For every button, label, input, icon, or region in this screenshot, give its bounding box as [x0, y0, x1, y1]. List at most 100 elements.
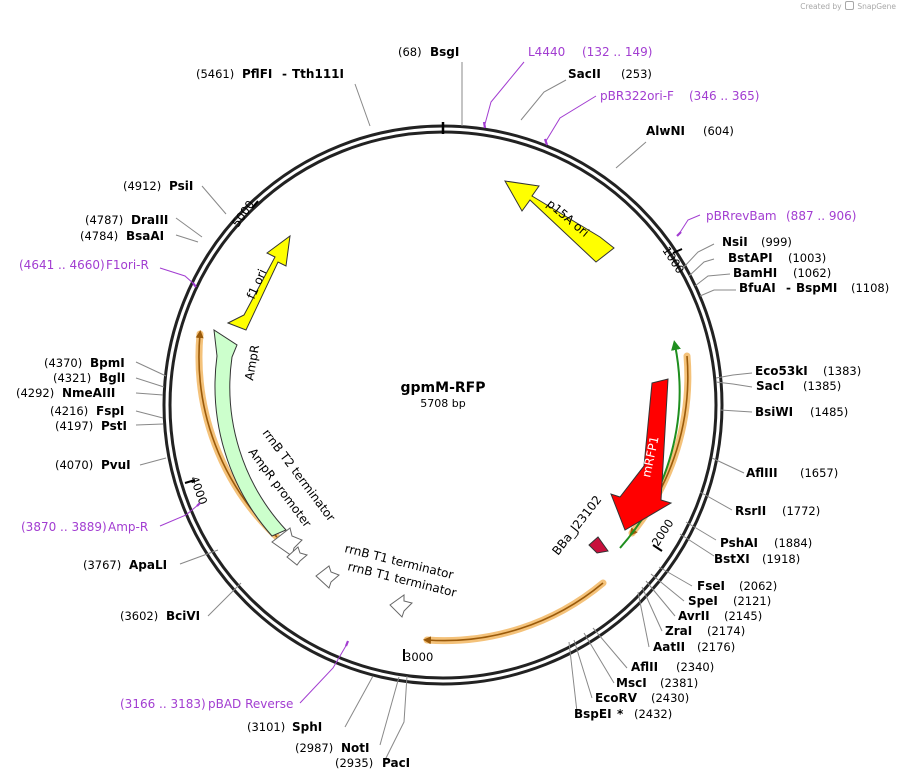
feature-promoter: BBa_J23102: [549, 493, 609, 558]
site-eco53ki-pos: (1383): [823, 364, 861, 378]
site-bpmi-pos: (4370): [44, 356, 82, 370]
site-bsgi-name: BsgI: [430, 45, 459, 59]
site-saci-name: SacI: [756, 379, 784, 393]
site-bgli-pos: (4321): [53, 371, 91, 385]
site-avrii-pos: (2145): [724, 609, 762, 623]
site-zrai-name: ZraI: [665, 624, 692, 638]
site-rsrii-pos: (1772): [782, 504, 820, 518]
site-sphi-pos: (3101): [247, 720, 285, 734]
site-paci-pos: (2935): [335, 756, 373, 770]
site-bspei-name: BspEI: [574, 707, 612, 721]
site-zrai-pos: (2174): [707, 624, 745, 638]
site-bsgi-pos: (68): [398, 45, 422, 59]
primer-ampr-name: Amp-R: [108, 520, 148, 534]
primer-pbr322orif-range: (346 .. 365): [689, 89, 759, 103]
site-bfuai-pos: (1108): [851, 281, 889, 295]
primer-labels: L4440 (132 .. 149) pBR322ori-F (346 .. 3…: [19, 45, 856, 711]
site-aatii-name: AatII: [653, 640, 685, 654]
site-msci-name: MscI: [616, 676, 647, 690]
primer-leaders: [159, 61, 701, 704]
site-noti-name: NotI: [341, 741, 370, 755]
site-avrii-name: AvrII: [678, 609, 710, 623]
terminator-arrows: [271, 527, 413, 618]
site-psii-name: PsiI: [169, 179, 193, 193]
site-nmeaiii-name: NmeAIII: [62, 386, 115, 400]
snapgene-credit: Created by SnapGene: [800, 1, 896, 11]
site-paci-name: PacI: [382, 756, 410, 770]
tick-3000: 3000: [404, 650, 433, 664]
site-bpmi-name: BpmI: [90, 356, 125, 370]
primer-pbrrevbam-range: (887 .. 906): [786, 209, 856, 223]
site-bcivi-name: BciVI: [166, 609, 200, 623]
site-bspei-mark: *: [617, 707, 624, 721]
site-bgli-name: BglI: [99, 371, 125, 385]
site-labels: (68) BsgI SacII (253) AlwNI (604) NsiI (…: [16, 45, 889, 770]
site-pvui-name: PvuI: [101, 458, 131, 472]
site-aflii-pos: (2340): [676, 660, 714, 674]
credit-prefix: Created by: [800, 2, 842, 11]
site-sphi-name: SphI: [292, 720, 322, 734]
site-pflfi-pos: (5461): [196, 67, 234, 81]
site-pflfi-name: PflFI: [242, 67, 272, 81]
primer-l4440-range: (132 .. 149): [582, 45, 652, 59]
site-bcivi-pos: (3602): [120, 609, 158, 623]
site-draiii-name: DraIII: [131, 213, 168, 227]
site-aflii-name: AflII: [631, 660, 658, 674]
site-bstapi-name: BstAPI: [728, 251, 773, 265]
plasmid-size: 5708 bp: [420, 397, 465, 410]
primer-ampr-range: (3870 .. 3889): [21, 520, 107, 534]
site-bsiwi-name: BsiWI: [755, 405, 793, 419]
site-apali-pos: (3767): [83, 558, 121, 572]
site-spei-name: SpeI: [688, 594, 718, 608]
primer-pbad-name: pBAD Reverse: [208, 697, 293, 711]
site-afliii-pos: (1657): [800, 466, 838, 480]
site-apali-name: ApaLI: [129, 558, 167, 572]
site-fspi-pos: (4216): [50, 404, 88, 418]
site-aatii-pos: (2176): [697, 640, 735, 654]
site-rsrii-name: RsrII: [735, 504, 766, 518]
site-spei-pos: (2121): [733, 594, 771, 608]
primer-pbad-range: (3166 .. 3183): [120, 697, 206, 711]
site-afliii-name: AflIII: [746, 466, 778, 480]
feature-mrfp1: mRFP1: [610, 378, 673, 531]
site-pshai-pos: (1884): [774, 536, 812, 550]
site-draiii-pos: (4787): [85, 213, 123, 227]
primer-pbr322orif-name: pBR322ori-F: [600, 89, 674, 103]
site-bamhi-name: BamHI: [733, 266, 777, 280]
primer-f1orir-range: (4641 .. 4660): [19, 258, 105, 272]
tick-2000: 2000: [649, 516, 677, 548]
site-bspmi-name: BspMI: [796, 281, 837, 295]
site-ecorv-name: EcoRV: [595, 691, 638, 705]
credit-brand: SnapGene: [857, 2, 896, 11]
site-bfuai-name: BfuAI: [739, 281, 776, 295]
site-bspei-pos: (2432): [634, 707, 672, 721]
snapgene-logo-icon: [844, 1, 854, 10]
site-alwni-pos: (604): [703, 124, 734, 138]
site-nsii-pos: (999): [761, 235, 792, 249]
site-bstxi-pos: (1918): [762, 552, 800, 566]
site-fsei-pos: (2062): [739, 579, 777, 593]
site-bsaai-pos: (4784): [80, 229, 118, 243]
feature-p15a-ori: p15A ori: [504, 180, 615, 263]
site-bsaai-name: BsaAI: [126, 229, 164, 243]
ampr-label: AmpR: [242, 344, 262, 382]
plasmid-name: gpmM-RFP: [401, 380, 486, 396]
site-sacii-name: SacII: [568, 67, 601, 81]
site-pvui-pos: (4070): [55, 458, 93, 472]
svg-text:-: -: [282, 67, 287, 81]
site-bstxi-name: BstXI: [714, 552, 750, 566]
site-saci-pos: (1385): [803, 379, 841, 393]
site-bsiwi-pos: (1485): [810, 405, 848, 419]
green-feature-line: [619, 340, 681, 549]
primer-l4440-name: L4440: [528, 45, 565, 59]
site-leaders: [135, 62, 753, 763]
site-msci-pos: (2381): [660, 676, 698, 690]
site-psti-name: PstI: [101, 419, 127, 433]
site-ecorv-pos: (2430): [651, 691, 689, 705]
site-tth111i-name: Tth111I: [292, 67, 344, 81]
site-fsei-name: FseI: [697, 579, 725, 593]
site-fspi-name: FspI: [96, 404, 124, 418]
tick-4000: 4000: [187, 474, 210, 506]
site-sacii-pos: (253): [621, 67, 652, 81]
feature-f1-ori: f1 ori: [226, 234, 291, 331]
